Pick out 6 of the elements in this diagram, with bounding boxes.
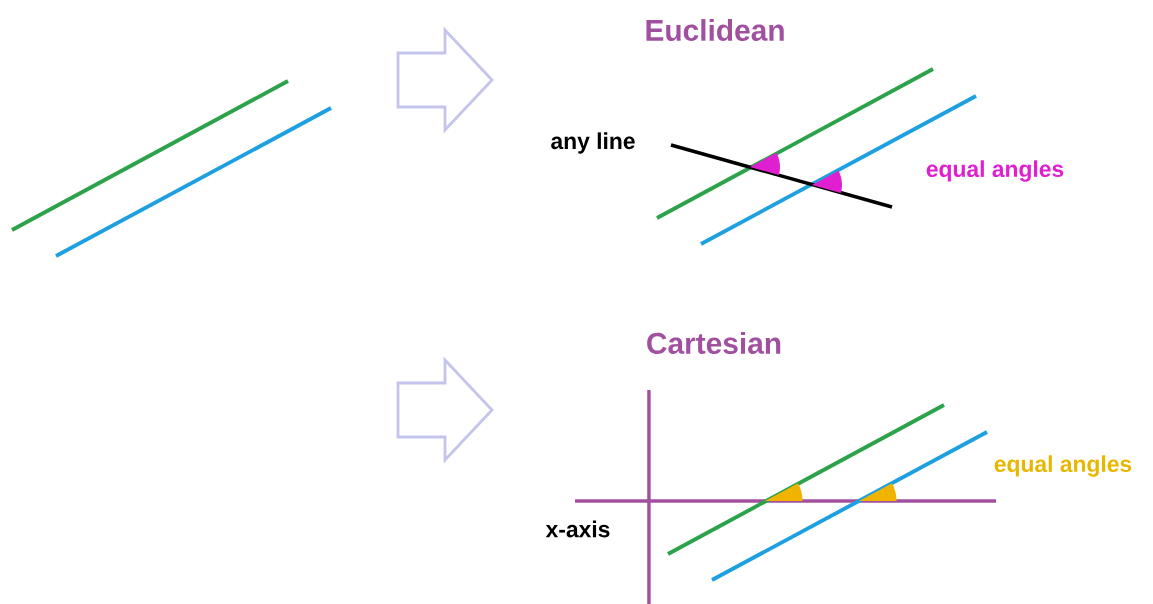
panel-title: Cartesian — [647, 332, 781, 354]
panel-title: Euclidean — [646, 19, 784, 41]
annotation-text: equal angles — [994, 455, 1132, 477]
annotation-text: x-axis — [545, 520, 610, 538]
annotation-text: any line — [551, 132, 635, 154]
annotation-text: equal angles — [926, 160, 1064, 182]
